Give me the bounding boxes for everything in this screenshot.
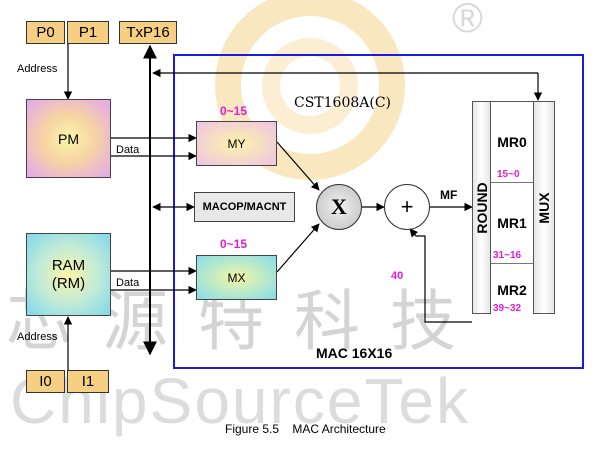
my-label: MY xyxy=(227,136,246,151)
mac-title: MAC 16X16 xyxy=(316,345,393,361)
mx-label: MX xyxy=(227,270,246,285)
chip-name: CST1608A(C) xyxy=(294,95,392,111)
mx-to-mult xyxy=(276,223,320,273)
mr2-label: MR2 xyxy=(497,281,527,298)
mx-block: MX xyxy=(196,255,277,300)
mr1-label: MR1 xyxy=(497,215,527,231)
macop-block: MACOP/MACNT xyxy=(194,192,295,222)
mr2-cell: MR2 39~32 xyxy=(491,264,533,315)
p1-register: P1 xyxy=(67,21,109,44)
mr2-range: 39~32 xyxy=(493,303,522,314)
txp16-register: TxP16 xyxy=(119,21,177,44)
multiplier-symbol: X xyxy=(331,194,347,219)
registered-mark: ® xyxy=(452,0,483,41)
mux-column xyxy=(533,101,555,314)
ram-label: RAM xyxy=(51,256,86,274)
feedback-40-label: 40 xyxy=(391,270,404,282)
ram-block: RAM (RM) xyxy=(26,233,111,316)
adder-node: + xyxy=(384,184,430,230)
macop-label: MACOP/MACNT xyxy=(202,201,287,213)
pm-data-label: Data xyxy=(116,144,140,156)
round-label: ROUND xyxy=(474,182,490,234)
mac-frame xyxy=(173,54,584,369)
my-range: 0~15 xyxy=(220,104,248,118)
pm-label: PM xyxy=(58,130,79,147)
mx-range: 0~15 xyxy=(220,237,248,251)
ram-data-label: Data xyxy=(116,277,140,289)
mux-label: MUX xyxy=(536,192,552,224)
mr0-label: MR0 xyxy=(497,134,527,150)
mr1-range: 31~16 xyxy=(493,250,522,261)
round-column xyxy=(472,101,491,314)
my-to-mult xyxy=(276,141,320,191)
figure-caption: Figure 5.5 MAC Architecture xyxy=(225,422,386,436)
i1-register: I1 xyxy=(67,370,109,393)
mr0-range: 15~0 xyxy=(497,169,520,180)
multiplier-node: X xyxy=(316,184,362,230)
my-block: MY xyxy=(196,121,277,166)
ram-sublabel: (RM) xyxy=(51,274,86,292)
mr-stack: MR0 15~0 MR1 31~16 MR2 39~32 xyxy=(491,101,533,315)
pm-block: PM xyxy=(26,99,111,178)
address-label-top: Address xyxy=(17,63,58,75)
mf-label: MF xyxy=(440,188,458,202)
i0-register: I0 xyxy=(26,370,65,393)
mr1-cell: MR1 31~16 xyxy=(491,183,533,264)
adder-symbol: + xyxy=(400,194,414,219)
mr0-cell: MR0 15~0 xyxy=(491,102,533,183)
address-label-bottom: Address xyxy=(17,331,58,343)
feedback-path xyxy=(409,228,472,323)
p0-register: P0 xyxy=(26,21,65,44)
